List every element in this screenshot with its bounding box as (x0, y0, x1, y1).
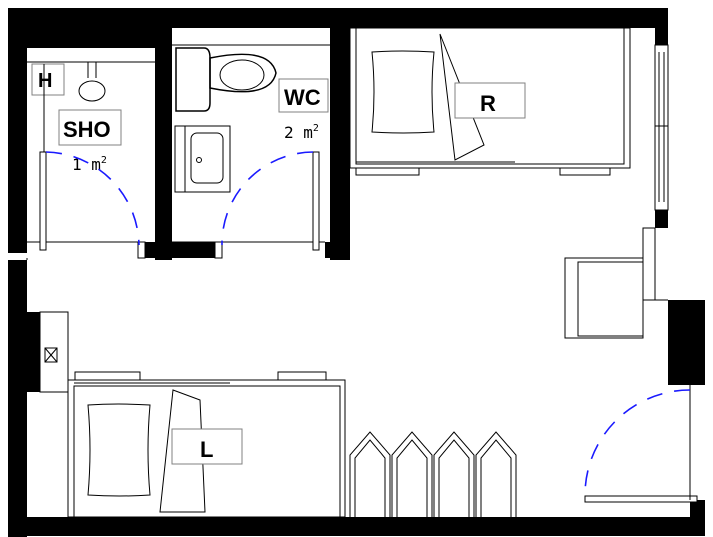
shower-door-swing (45, 151, 140, 246)
interior-lines (26, 44, 330, 260)
wc-door-swing (221, 151, 314, 246)
window-left (39, 311, 69, 393)
toilet-icon (175, 47, 277, 112)
sink-icon (174, 125, 231, 193)
entry-door[interactable] (584, 385, 698, 503)
shower-label: SHO (63, 117, 111, 142)
wc-area: 2 m2 (284, 123, 319, 142)
entry-door-swing (584, 389, 691, 496)
chair (564, 227, 668, 339)
bed-left-label: L (200, 437, 213, 462)
wc-room: WC 2 m2 (174, 47, 329, 259)
wardrobe (349, 431, 517, 517)
walls (8, 8, 705, 537)
bed-right-label: R (480, 91, 496, 116)
bed-left: L (67, 371, 346, 518)
window-right (654, 44, 669, 211)
shower-head-icon (78, 62, 106, 102)
heater-label: H (38, 70, 52, 92)
wc-label: WC (284, 85, 321, 110)
shower-room: H SHO 1 m2 (31, 62, 146, 259)
shower-area: 1 m2 (72, 155, 107, 174)
bed-right: R (349, 27, 631, 176)
